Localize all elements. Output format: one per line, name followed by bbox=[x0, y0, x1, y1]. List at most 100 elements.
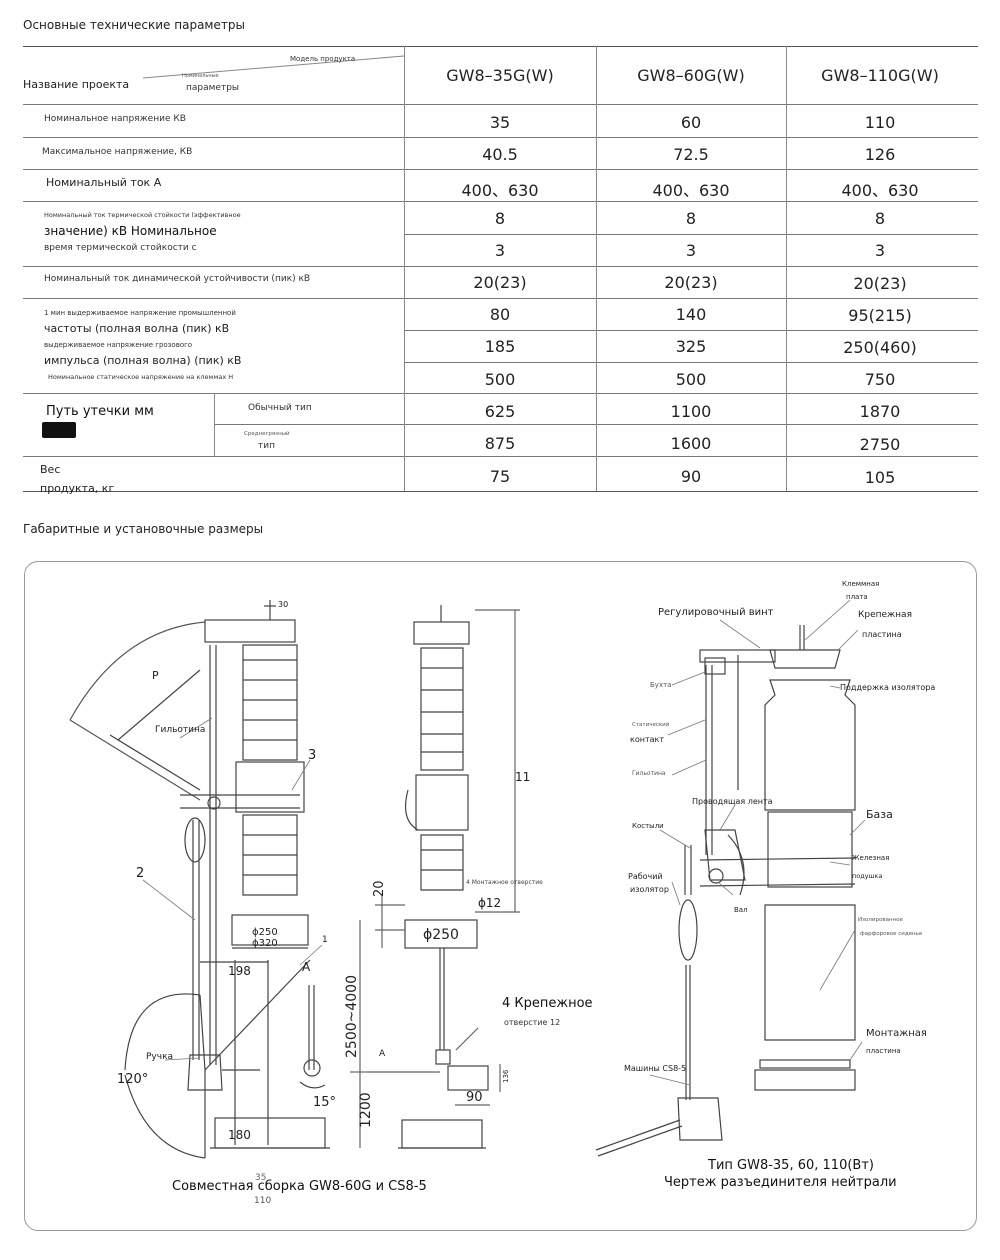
label-d320: ϕ320 bbox=[252, 938, 278, 949]
label-fixing-plate-1: Крепежная bbox=[858, 610, 912, 620]
header-project: Название проекта bbox=[23, 78, 130, 91]
label-mounting-plate-2: пластина bbox=[866, 1047, 901, 1055]
cell: 110 bbox=[864, 113, 896, 132]
label-adjusting-screw: Регулировочный винт bbox=[658, 607, 774, 618]
label-iron-pad-1: Железная bbox=[852, 854, 890, 862]
cell: 90 bbox=[680, 467, 702, 486]
label-insulator-support: Поддержка изолятора bbox=[840, 683, 936, 692]
dims-title: Габаритные и установочные размеры bbox=[23, 522, 264, 536]
cell: 8 bbox=[685, 209, 697, 228]
row-label-2: продукта, кг bbox=[40, 482, 115, 495]
label-p: P bbox=[152, 669, 159, 682]
label-work-insulator-2: изолятор bbox=[630, 885, 669, 894]
label-2: 2 bbox=[136, 866, 145, 881]
cell: 105 bbox=[864, 468, 896, 487]
row-label: выдерживаемое напряжение грозового bbox=[44, 341, 193, 349]
label-d250-left: ϕ250 bbox=[252, 927, 278, 938]
label-static-2: контакт bbox=[630, 735, 665, 744]
cell: 400、630 bbox=[461, 181, 539, 200]
row-label: время термической стойкости с bbox=[44, 243, 197, 253]
label-terminal-plate-2: плата bbox=[846, 593, 868, 601]
label-15: 15° bbox=[313, 1095, 337, 1110]
cell: 60 bbox=[680, 113, 702, 132]
label-conductive-tape: Проводящая лента bbox=[692, 797, 773, 806]
label-crutches: Костыли bbox=[632, 822, 664, 830]
model-col-1: GW8–35G(W) bbox=[446, 66, 554, 85]
label-fixing-plate-2: пластина bbox=[862, 630, 902, 639]
caption-right-1: Тип GW8-35, 60, 110(Вт) bbox=[708, 1158, 874, 1173]
row-label-2: значение) кВ Номинальное bbox=[44, 224, 217, 238]
cell: 1600 bbox=[670, 434, 712, 453]
row-label: Вес bbox=[40, 463, 61, 476]
label-guillotine-left: Гильотина bbox=[155, 725, 206, 735]
label-1: 1 bbox=[322, 935, 328, 945]
header-model: Модель продукта bbox=[290, 55, 356, 63]
row-label: Номинальное напряжение КВ bbox=[44, 114, 186, 124]
label-3: 3 bbox=[308, 748, 317, 763]
row-sublabel: Среднегрязный bbox=[244, 431, 290, 437]
cell: 40.5 bbox=[482, 145, 518, 164]
cell: 20(23) bbox=[664, 273, 718, 292]
cell: 95(215) bbox=[848, 306, 912, 325]
caption-left-sub-35: 35 bbox=[255, 1173, 267, 1183]
caption-left-sub-110: 110 bbox=[254, 1196, 272, 1206]
cell: 1100 bbox=[670, 402, 712, 421]
label-120: 120° bbox=[117, 1072, 149, 1087]
label-work-insulator-1: Рабочий bbox=[628, 872, 663, 881]
label-20: 20 bbox=[372, 880, 387, 897]
label-mounting-plate-1: Монтажная bbox=[866, 1028, 927, 1039]
cell: 625 bbox=[484, 402, 516, 421]
header-diagonal bbox=[142, 55, 405, 79]
row-label-2: частоты (полная волна (пик) кВ bbox=[44, 322, 230, 335]
cell: 126 bbox=[864, 145, 896, 164]
cell: 8 bbox=[874, 209, 886, 228]
row-label: Номинальный ток термической стойкости (э… bbox=[44, 211, 241, 219]
cell: 3 bbox=[494, 241, 506, 260]
label-d12: ϕ12 bbox=[478, 896, 502, 910]
label-fix-holes: 4 Крепежное bbox=[502, 996, 593, 1011]
label-bukhta: Бухта bbox=[650, 681, 672, 689]
drawing-frame bbox=[24, 561, 977, 1231]
label-198: 198 bbox=[228, 964, 251, 978]
label-handle: Ручка bbox=[146, 1052, 174, 1062]
row-label: 1 мин выдерживаемое напряжение промышлен… bbox=[44, 309, 236, 317]
redaction-block bbox=[42, 422, 76, 438]
cell: 500 bbox=[484, 370, 516, 389]
row-label: Максимальное напряжение, КВ bbox=[42, 147, 193, 157]
label-machines-cs8: Машины CS8-5 bbox=[624, 1064, 687, 1073]
label-terminal-plate-1: Клеммная bbox=[842, 580, 880, 588]
label-insulated-seat-1: Изолированное bbox=[858, 917, 903, 923]
cell: 75 bbox=[489, 467, 511, 486]
model-col-2: GW8–60G(W) bbox=[637, 66, 745, 85]
label-iron-pad-2: подушка bbox=[852, 872, 883, 880]
label-d250-mid: ϕ250 bbox=[423, 927, 459, 943]
cell: 8 bbox=[494, 209, 506, 228]
cell: 400、630 bbox=[841, 181, 919, 200]
label-guillotine-right: Гильотина bbox=[632, 770, 666, 777]
cell: 140 bbox=[675, 305, 707, 324]
row-label: Номинальный ток А bbox=[46, 176, 162, 189]
model-col-3: GW8–110G(W) bbox=[821, 66, 939, 85]
label-4-holes: 4 Монтажное отверстие bbox=[466, 879, 543, 886]
params-title: Основные технические параметры bbox=[23, 18, 245, 32]
label-static-1: Статический bbox=[632, 722, 670, 728]
label-a-left: A bbox=[302, 960, 311, 974]
label-shaft: Вал bbox=[734, 906, 748, 914]
cell: 400、630 bbox=[652, 181, 730, 200]
cell: 35 bbox=[489, 113, 511, 132]
label-90: 90 bbox=[466, 1090, 483, 1105]
caption-left: Совместная сборка GW8-60G и CS8-5 bbox=[172, 1179, 427, 1194]
cell: 1870 bbox=[859, 402, 901, 421]
row-label-2: импульса (полная волна) (пик) кВ bbox=[44, 354, 242, 367]
label-30: 30 bbox=[278, 600, 289, 609]
cell: 20(23) bbox=[853, 274, 907, 293]
row-sublabel: Обычный тип bbox=[248, 403, 312, 413]
label-fix-holes-sub: отверстие 12 bbox=[504, 1018, 561, 1027]
cell: 72.5 bbox=[673, 145, 709, 164]
cell: 875 bbox=[484, 434, 516, 453]
caption-right-2: Чертеж разъединителя нейтрали bbox=[664, 1175, 897, 1190]
cell: 500 bbox=[675, 370, 707, 389]
label-180: 180 bbox=[228, 1128, 251, 1142]
label-2500-4000: 2500~4000 bbox=[344, 975, 360, 1058]
